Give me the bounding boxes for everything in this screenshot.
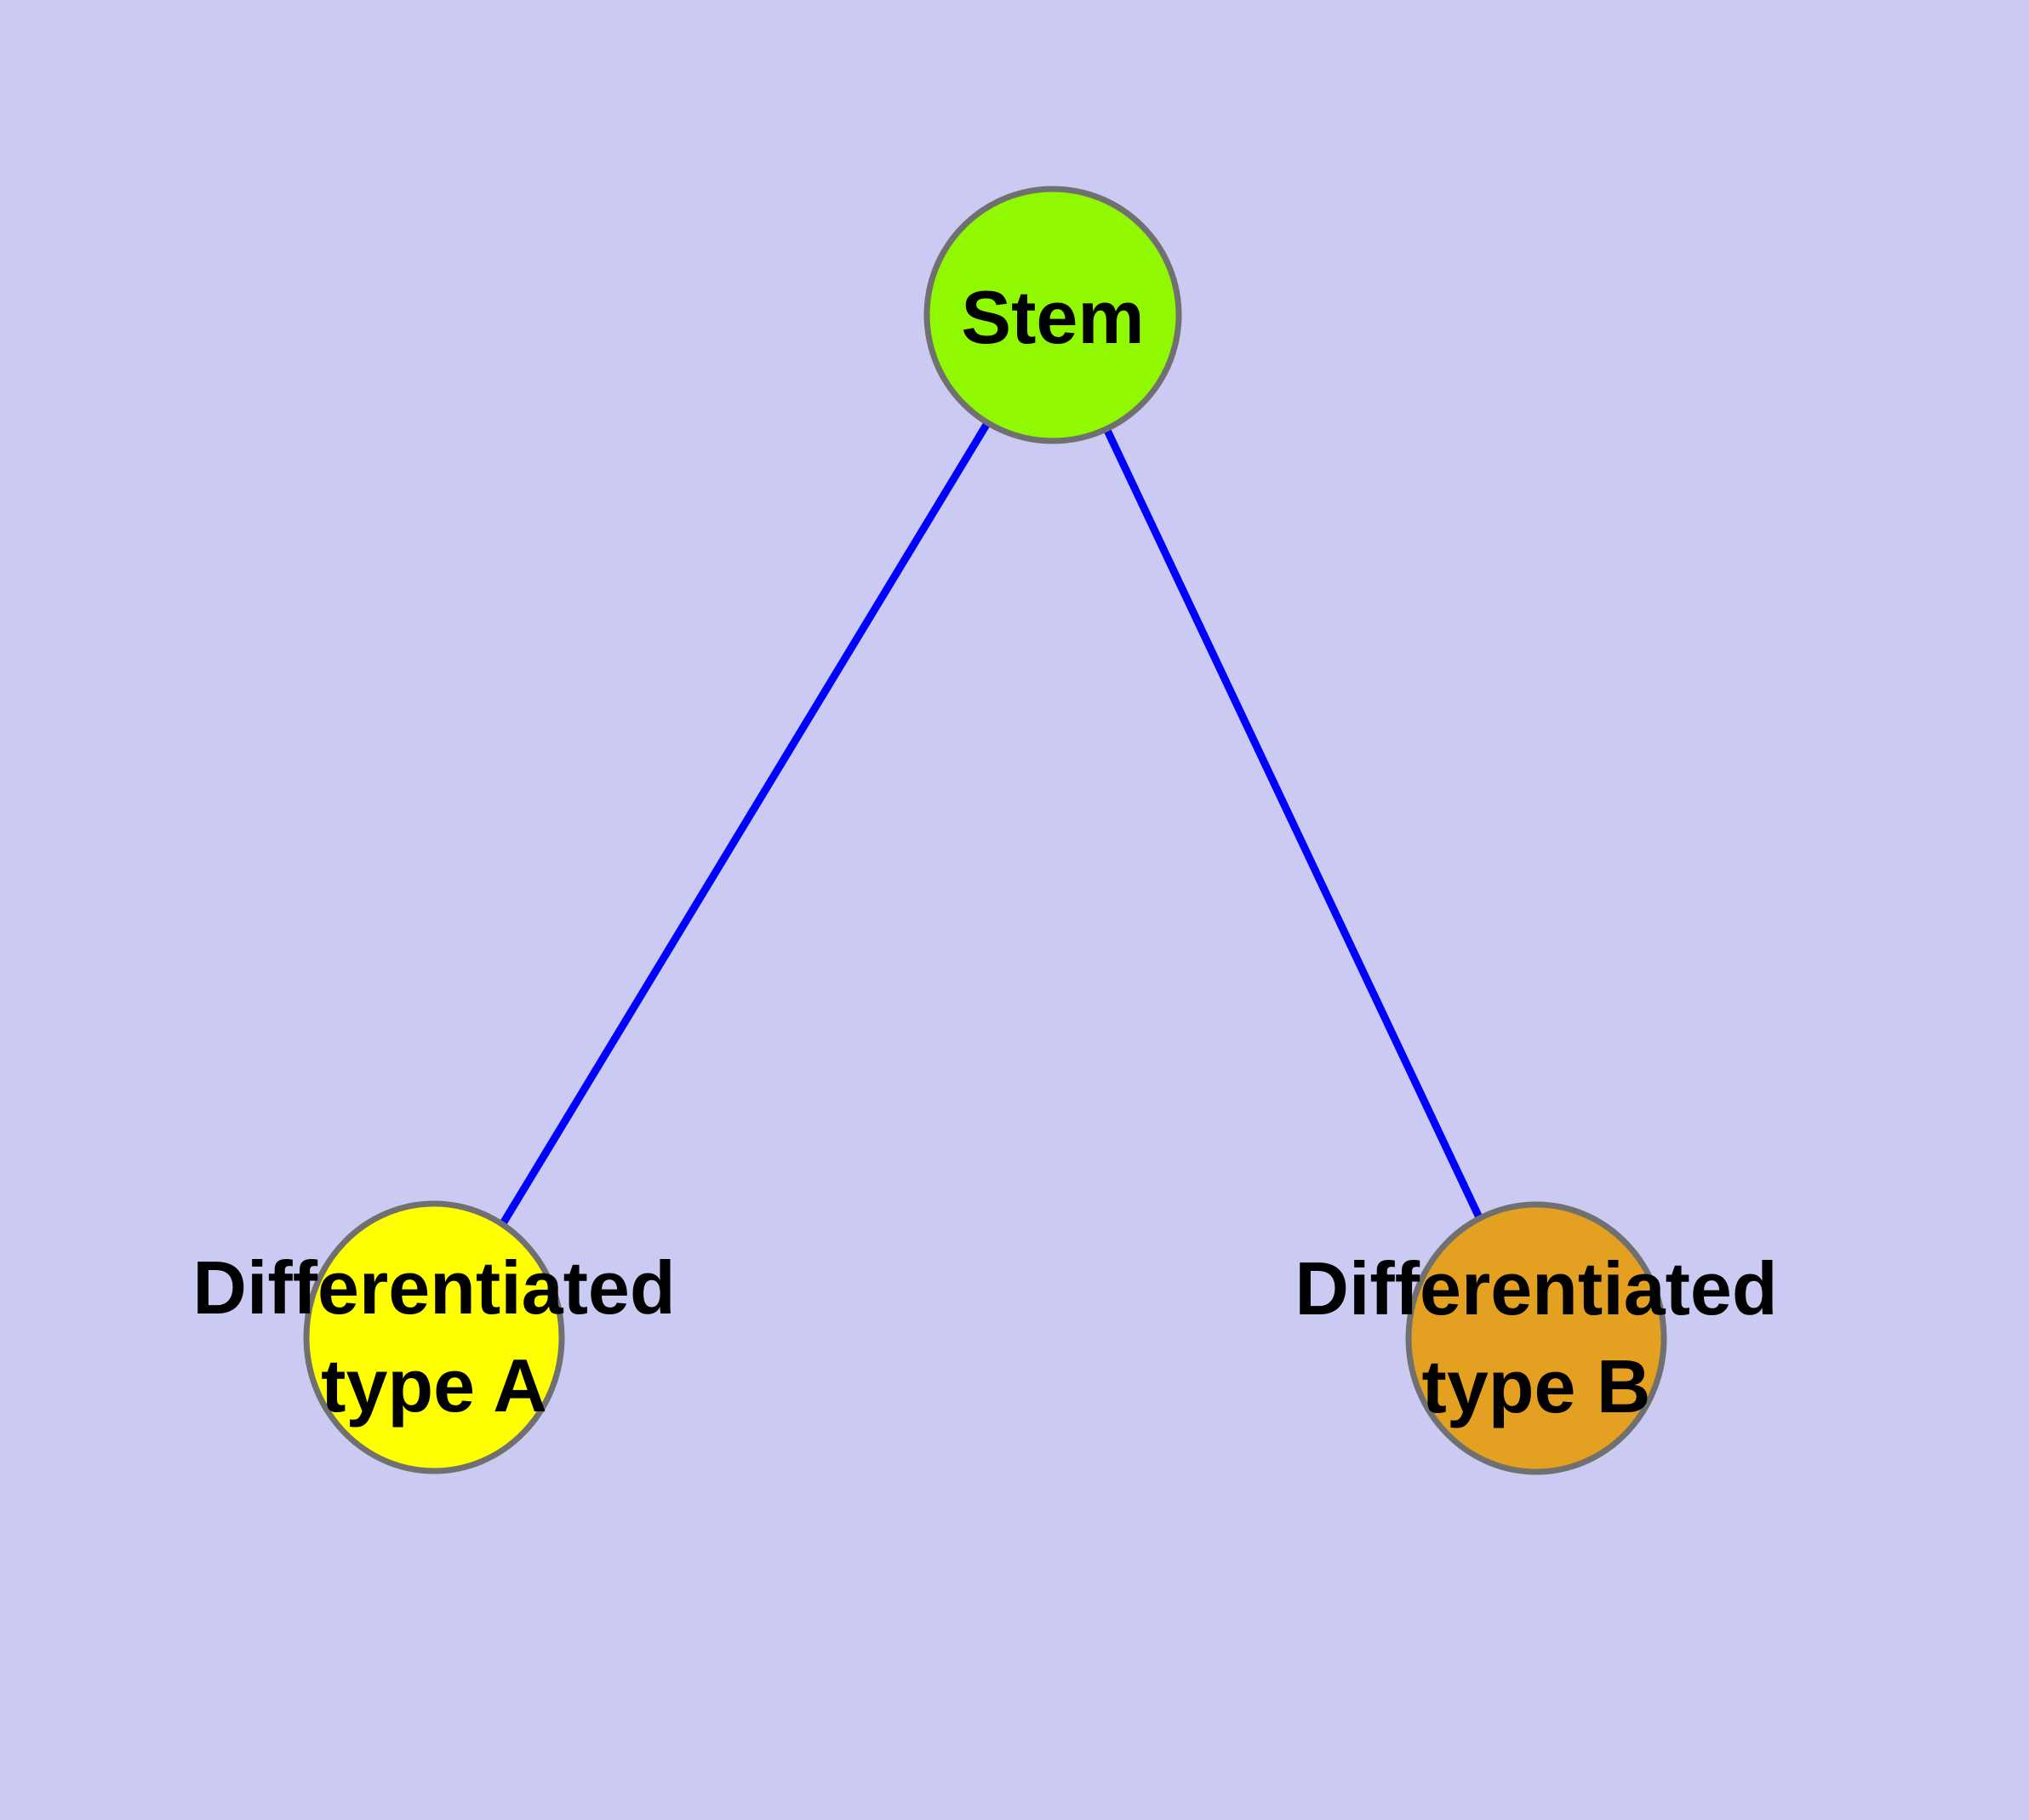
node-label-line: type A bbox=[321, 1343, 547, 1428]
node-differentiated-type-b: Differentiated type B bbox=[1295, 1201, 1778, 1475]
node-circle-differentiated-type-b bbox=[1405, 1201, 1667, 1475]
node-label-line: Differentiated bbox=[1295, 1246, 1777, 1331]
edge-stem-to-differentiated-type-a bbox=[431, 312, 1056, 1340]
node-label-differentiated-type-a: Differentiated type A bbox=[192, 1245, 675, 1428]
node-label-line: type B bbox=[1422, 1344, 1651, 1428]
node-stem: Stem bbox=[923, 186, 1182, 444]
node-circle-differentiated-type-a bbox=[303, 1200, 565, 1474]
node-label-line: Stem bbox=[961, 275, 1144, 359]
node-label-stem: Stem bbox=[961, 275, 1144, 359]
node-label-differentiated-type-b: Differentiated type B bbox=[1295, 1246, 1777, 1428]
node-label-line: Differentiated bbox=[192, 1245, 675, 1330]
node-differentiated-type-a: Differentiated type A bbox=[192, 1200, 676, 1474]
node-circle-stem bbox=[923, 186, 1182, 444]
edge-stem-to-differentiated-type-b bbox=[1049, 313, 1540, 1340]
